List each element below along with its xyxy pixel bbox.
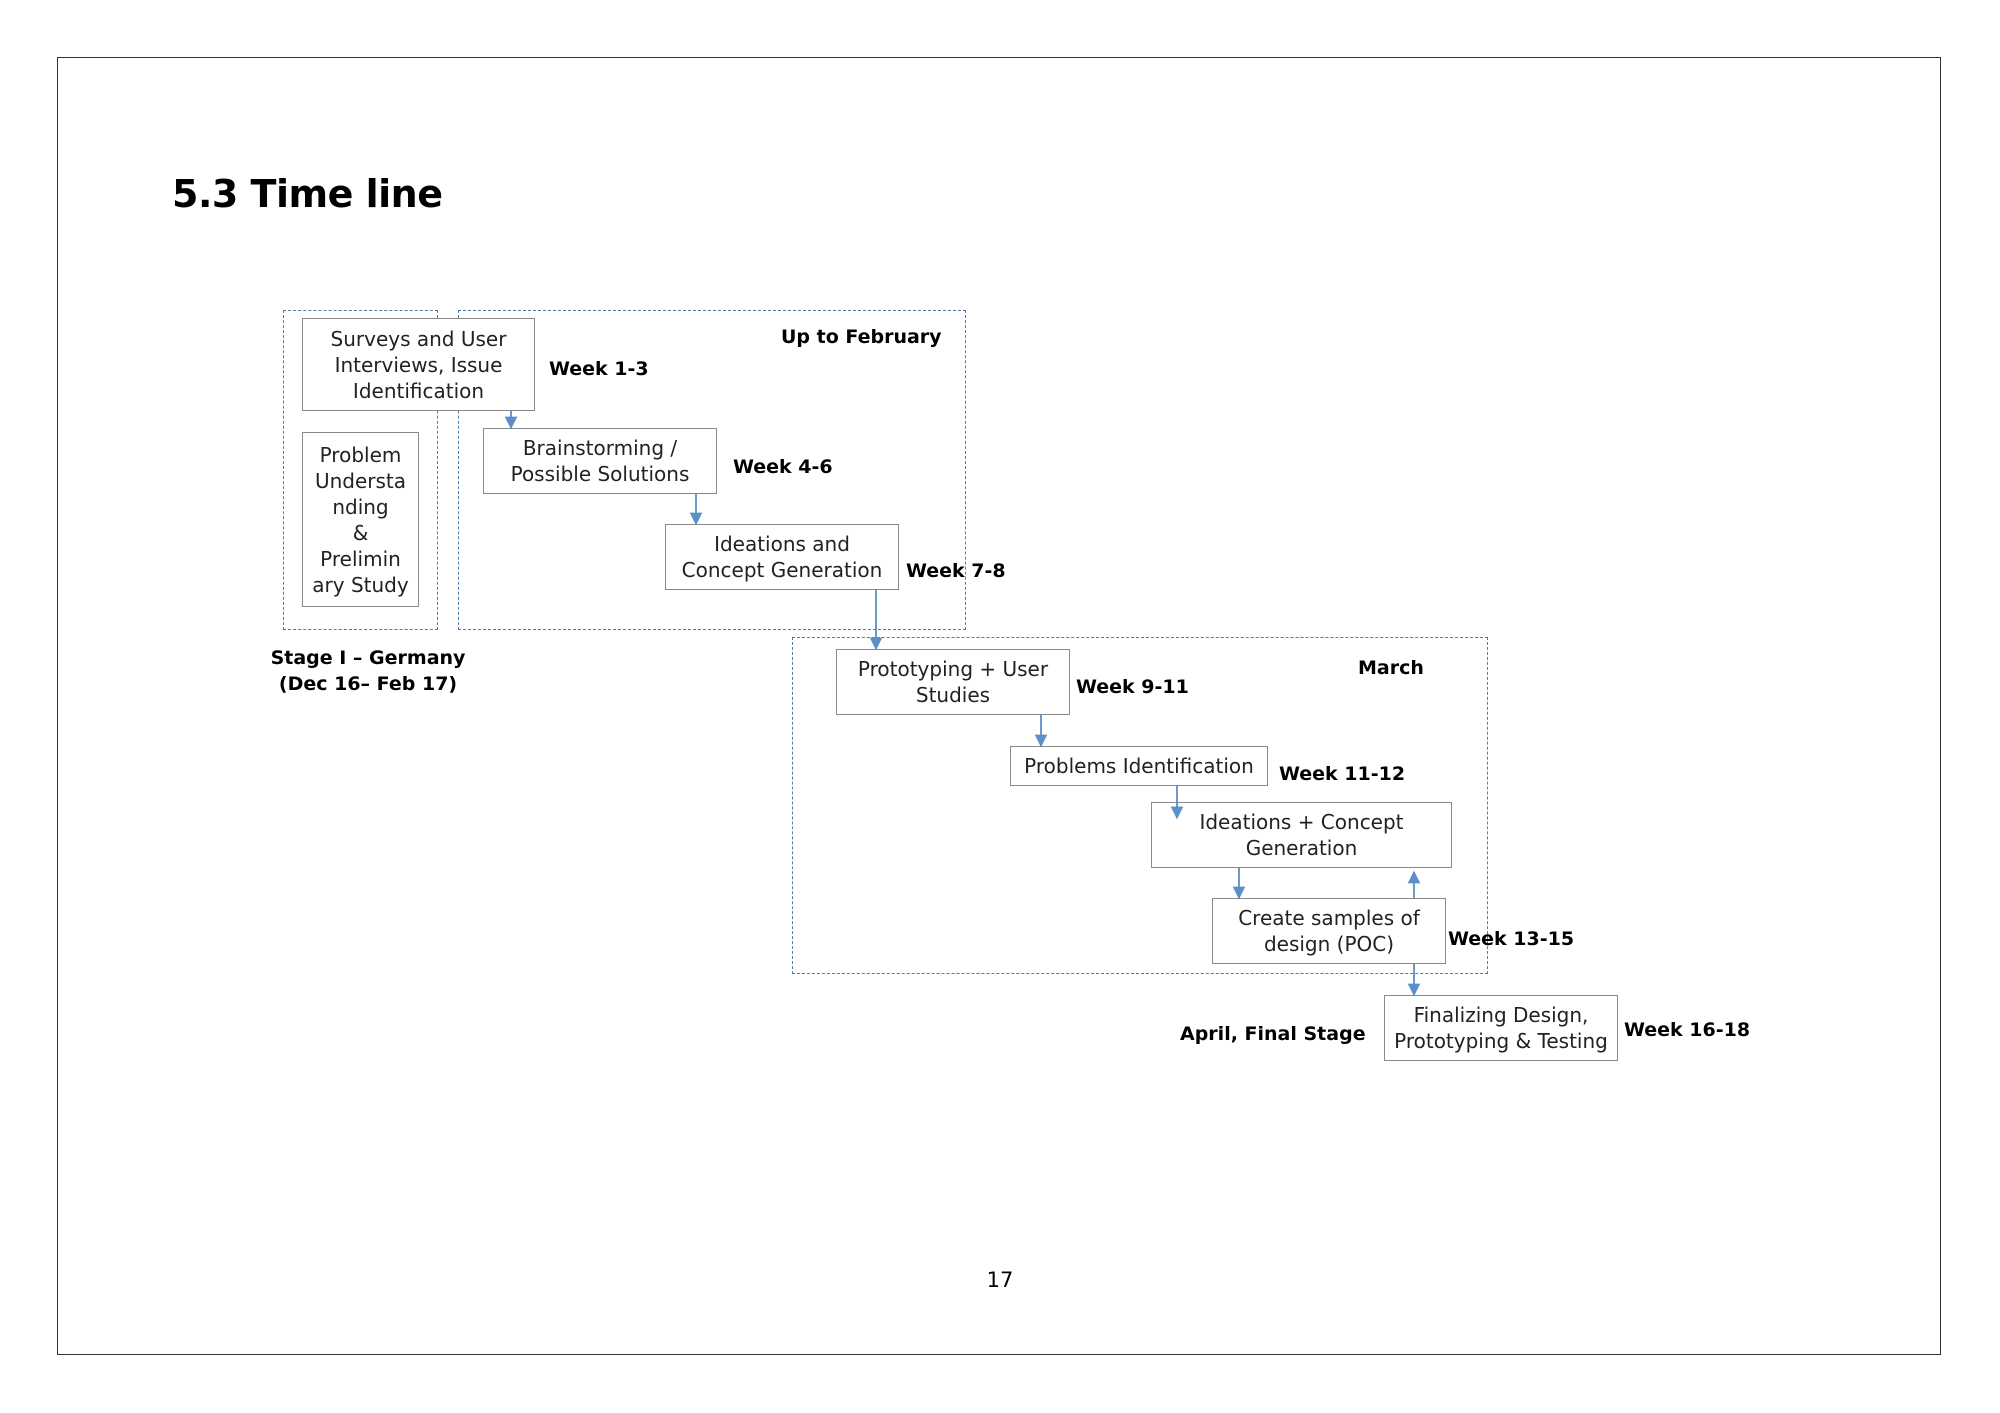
surveys-box: Surveys and User Interviews, Issue Ident… [302, 318, 535, 411]
problem-understanding-box: Problem Understa nding & Prelimin ary St… [302, 432, 419, 607]
finalizing-box: Finalizing Design, Prototyping & Testing [1384, 995, 1618, 1061]
ideations-concept-box: Ideations and Concept Generation [665, 524, 899, 590]
page-title: 5.3 Time line [172, 172, 443, 216]
week-9-11-label: Week 9-11 [1076, 676, 1189, 698]
page-frame [57, 57, 1941, 1355]
week-16-18-label: Week 16-18 [1624, 1019, 1751, 1041]
march-region [792, 637, 1488, 974]
page-number: 17 [986, 1268, 1014, 1292]
week-4-6-label: Week 4-6 [733, 456, 833, 478]
week-11-12-label: Week 11-12 [1279, 763, 1406, 785]
week-1-3-label: Week 1-3 [549, 358, 649, 380]
up-to-february-label: Up to February [781, 326, 942, 348]
week-7-8-label: Week 7-8 [906, 560, 1006, 582]
stage1-region [283, 310, 438, 630]
march-label: March [1358, 657, 1424, 679]
problems-identification-box: Problems Identification [1010, 746, 1268, 786]
week-13-15-label: Week 13-15 [1448, 928, 1575, 950]
april-final-stage-label: April, Final Stage [1180, 1023, 1366, 1045]
prototyping-box: Prototyping + User Studies [836, 649, 1070, 715]
ideations-concept-generation-box: Ideations + Concept Generation [1151, 802, 1452, 868]
brainstorming-box: Brainstorming / Possible Solutions [483, 428, 717, 494]
create-samples-box: Create samples of design (POC) [1212, 898, 1446, 964]
stage1-label: Stage I – Germany (Dec 16– Feb 17) [270, 647, 466, 695]
up-to-february-region [458, 310, 966, 630]
